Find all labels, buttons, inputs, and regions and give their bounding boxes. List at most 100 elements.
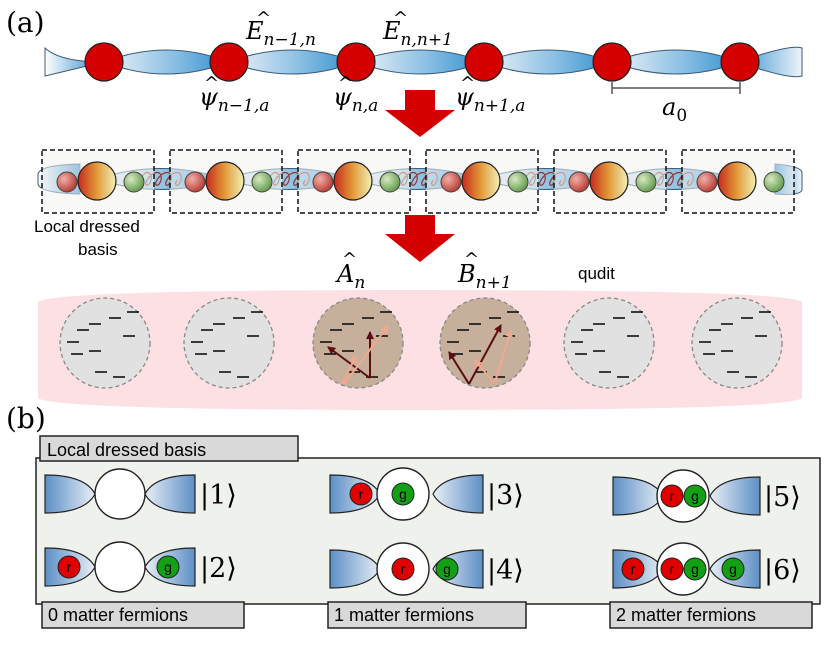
- dressed-site: [589, 161, 629, 201]
- qudit-circle: [439, 297, 531, 389]
- hat-psi-mid: ^: [338, 73, 353, 94]
- qudit-circle: [563, 297, 655, 389]
- qudit-circle: [183, 297, 275, 389]
- hat-A: ^: [342, 249, 357, 270]
- panel-b-title-box: [39, 435, 299, 462]
- fermion-r-label: r: [401, 561, 406, 577]
- label-E-right: En,n+1: [382, 17, 453, 50]
- fermion-g: [435, 557, 459, 581]
- dressed-site: [205, 161, 245, 201]
- dressed-basis-label-line2: basis: [78, 240, 118, 259]
- row1-site: [592, 42, 632, 82]
- matter-r-ball: [568, 171, 590, 193]
- dressed-site: [77, 161, 117, 201]
- label-psi-mid: ψn,a: [333, 83, 378, 116]
- ket-label-5: |5⟩: [764, 482, 801, 513]
- arrow-down-2: [385, 215, 455, 262]
- ket-label-6: |6⟩: [764, 555, 801, 586]
- hat-E-left: ^: [256, 8, 271, 29]
- fermion-g: [391, 482, 415, 506]
- fermion-r: [349, 482, 373, 506]
- fermion-r: [660, 557, 684, 581]
- group-box-2: [609, 601, 813, 629]
- qudit-circle: [691, 297, 783, 389]
- label-psi-right: ψn+1,a: [455, 83, 525, 116]
- fermion-g-label: g: [691, 488, 699, 504]
- qudit-circle: [59, 297, 151, 389]
- panel-b-title: Local dressed basis: [47, 440, 206, 460]
- fermion-g-label: g: [399, 486, 407, 502]
- fermion-r: [57, 555, 81, 579]
- dressed-basis-chain: [37, 149, 803, 214]
- fermion-g: [156, 555, 180, 579]
- fermion-g-label: g: [164, 559, 172, 575]
- fermion-g-label: g: [691, 561, 699, 577]
- matter-r-ball: [56, 171, 78, 193]
- dressed-site: [717, 161, 757, 201]
- label-qudit: qudit: [578, 264, 615, 283]
- qudit-chain: [59, 297, 783, 389]
- hat-psi-left: ^: [204, 73, 219, 94]
- fermion-r-label: r: [359, 486, 364, 502]
- group-label-1: 1 matter fermions: [334, 605, 474, 625]
- site-circle: [94, 468, 146, 520]
- label-B: Bn+1: [457, 260, 512, 293]
- matter-g-ball: [635, 171, 657, 193]
- lattice-chain: [44, 42, 803, 82]
- qudit-band: [38, 290, 802, 410]
- transition-arrow: [494, 329, 513, 383]
- row1-site: [209, 42, 249, 82]
- matter-g-ball: [763, 171, 785, 193]
- row1-site: [84, 42, 124, 82]
- fermion-r: [660, 484, 684, 508]
- dressed-site: [333, 161, 373, 201]
- ket-label-2: |2⟩: [200, 553, 237, 584]
- fermion-r-label: r: [67, 559, 72, 575]
- panel-a-label: (a): [6, 6, 45, 39]
- hat-E-right: ^: [393, 8, 408, 29]
- matter-r-ball: [696, 171, 718, 193]
- fermion-r-label: r: [631, 561, 636, 577]
- fermion-g: [683, 557, 707, 581]
- matter-r-ball: [440, 171, 462, 193]
- fermion-r-label: r: [670, 561, 675, 577]
- ket-label-3: |3⟩: [487, 480, 524, 511]
- matter-r-ball: [312, 171, 334, 193]
- matter-g-ball: [507, 171, 529, 193]
- site-circle: [94, 541, 146, 593]
- link-wedge-right: [144, 474, 196, 514]
- group-label-2: 2 matter fermions: [616, 605, 756, 625]
- transition-arrow: [474, 359, 494, 383]
- matter-g-ball: [123, 171, 145, 193]
- group-box-0: [41, 601, 245, 629]
- fermion-g: [721, 557, 745, 581]
- transition-arrow: [341, 355, 357, 385]
- ket-label-1: |1⟩: [200, 480, 237, 511]
- dressed-site: [461, 161, 501, 201]
- dressed-basis-label-line1: Local dressed: [34, 217, 140, 236]
- arrow-down-1: [385, 90, 455, 137]
- transition-arrow: [448, 351, 470, 385]
- group-label-0: 0 matter fermions: [48, 605, 188, 625]
- transition-arrow: [327, 346, 371, 379]
- row1-site: [336, 42, 376, 82]
- transition-arrow: [343, 325, 389, 385]
- fermion-r: [391, 557, 415, 581]
- hat-psi-right: ^: [460, 73, 475, 94]
- qudit-circle: [312, 297, 404, 389]
- fermion-g: [683, 484, 707, 508]
- row1-site: [464, 42, 504, 82]
- link-wedge-right: [432, 474, 484, 514]
- transition-arrow: [468, 324, 502, 385]
- fermion-r: [621, 557, 645, 581]
- matter-r-ball: [184, 171, 206, 193]
- group-box-1: [327, 601, 527, 629]
- fermion-g-label: g: [729, 561, 737, 577]
- hat-B: ^: [464, 249, 479, 270]
- label-lattice-spacing: a0: [662, 93, 687, 126]
- panel-b-label: (b): [6, 402, 46, 435]
- label-psi-left: ψn−1,a: [199, 83, 269, 116]
- matter-g-ball: [379, 171, 401, 193]
- label-A: An: [335, 260, 365, 293]
